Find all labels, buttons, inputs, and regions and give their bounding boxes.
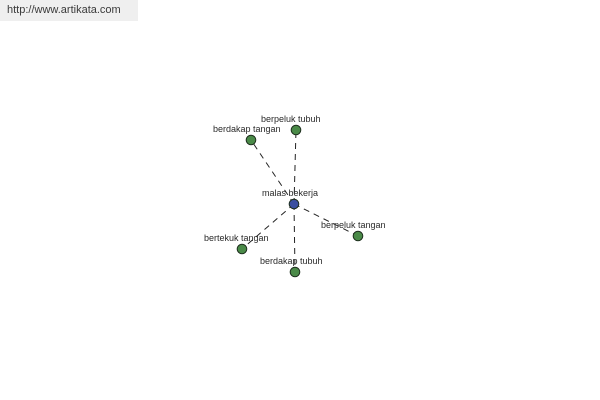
graph-edges (241, 129, 359, 273)
node-label-n5: berdakap tubuh (260, 256, 323, 266)
edge-n5 (293, 203, 296, 273)
edge-n2 (250, 139, 295, 205)
edge-n4 (241, 203, 295, 250)
node-label-n3: berpeluk tangan (321, 220, 386, 230)
graph-node-n4[interactable] (236, 243, 248, 255)
edge-n3 (293, 203, 359, 237)
graph-node-n2[interactable] (245, 134, 257, 146)
source-url-banner: http://www.artikata.com (0, 0, 138, 21)
graph-node-center[interactable] (288, 198, 300, 210)
edge-n1 (293, 129, 297, 205)
graph-node-n5[interactable] (289, 266, 301, 278)
node-label-n2: berdakap tangan (213, 124, 281, 134)
graph-node-n3[interactable] (352, 230, 364, 242)
node-label-center: malas bekerja (262, 188, 318, 198)
graph-nodes (236, 124, 364, 278)
graph-node-n1[interactable] (290, 124, 302, 136)
node-label-n1: berpeluk tubuh (261, 114, 321, 124)
source-url-text: http://www.artikata.com (7, 4, 121, 16)
node-label-n4: bertekuk tangan (204, 233, 269, 243)
